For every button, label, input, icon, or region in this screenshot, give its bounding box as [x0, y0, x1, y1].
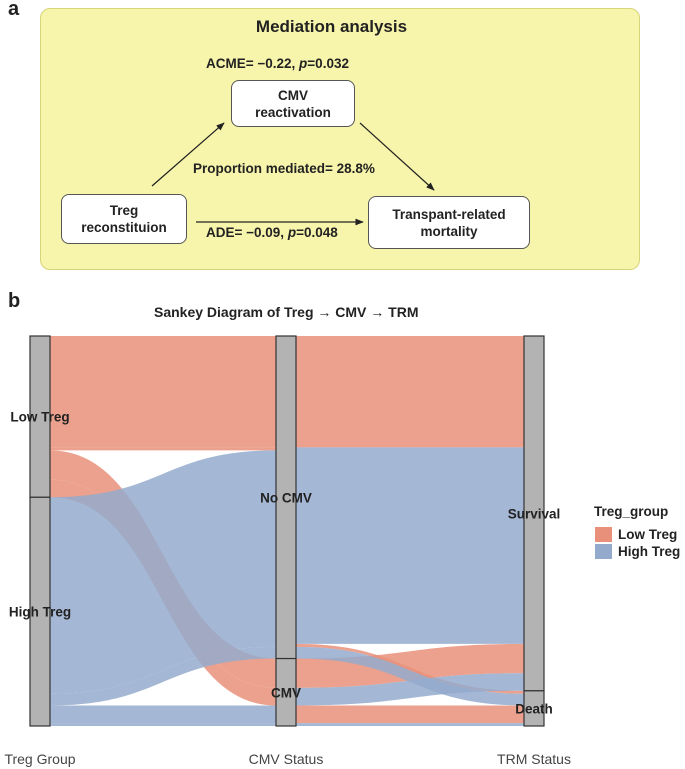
- trm-node: Transpant-related mortality: [368, 196, 530, 249]
- mediation-title: Mediation analysis: [255, 17, 408, 36]
- node-cmv: [275, 657, 297, 727]
- flow-high-treg-no-cmv-survival-stage2: [296, 447, 524, 644]
- flow-low-treg-cmv-death-stage2: [296, 705, 524, 724]
- sankey-flows: [50, 336, 524, 726]
- proportion-mediated-label: Proportion mediated= 28.8%: [193, 161, 375, 176]
- legend-title: Treg_group: [594, 504, 668, 519]
- flow-high-treg-cmv-death-stage1: [50, 723, 276, 726]
- ade-label: ADE= −0.09, p=0.048: [206, 225, 338, 240]
- legend-swatch-low-treg: [595, 527, 612, 542]
- flow-low-treg-cmv-survival-stage2: [296, 643, 524, 688]
- sankey-title: Sankey Diagram of Treg → CMV → TRM: [154, 304, 419, 320]
- arrow-cmv-to-trm: [359, 122, 435, 191]
- axis-label-cmv-status: CMV Status: [249, 751, 324, 767]
- flow-high-treg-cmv-survival-stage1: [50, 705, 276, 724]
- node-label-survival: Survival: [508, 506, 561, 521]
- flow-high-treg-no-cmv-survival-stage1: [50, 450, 276, 694]
- panel-b-label: b: [8, 290, 21, 312]
- legend-swatch-high-treg: [595, 544, 612, 559]
- treg-reconstitution-node: Treg reconstituion: [61, 194, 187, 244]
- node-death: [523, 690, 545, 727]
- node-high-treg: [29, 496, 51, 727]
- flow-low-treg-no-cmv-survival-stage1: [50, 336, 276, 448]
- arrow-treg-to-cmv: [151, 122, 225, 187]
- flow-high-treg-cmv-death-stage2: [296, 723, 524, 726]
- node-label-no-cmv: No CMV: [260, 490, 312, 505]
- node-label-cmv: CMV: [271, 685, 301, 700]
- legend-label-high-treg: High Treg: [618, 544, 680, 559]
- axis-label-trm-status: TRM Status: [497, 751, 571, 767]
- flow-low-treg-no-cmv-death-stage1: [50, 447, 276, 451]
- flow-high-treg-cmv-survival-stage2: [296, 673, 524, 706]
- cmv-reactivation-node: CMV reactivation: [231, 80, 355, 127]
- node-label-low-treg: Low Treg: [10, 410, 69, 425]
- flow-high-treg-no-cmv-death-stage1: [50, 646, 276, 706]
- axis-label-treg-group: Treg Group: [4, 751, 75, 767]
- legend-label-low-treg: Low Treg: [618, 527, 677, 542]
- mediation-arrows: [151, 122, 435, 226]
- acme-label: ACME= −0.22, p=0.032: [206, 56, 349, 71]
- panel-a-label: a: [8, 0, 20, 20]
- node-label-death: Death: [515, 701, 553, 716]
- node-label-high-treg: High Treg: [9, 605, 71, 620]
- flow-low-treg-no-cmv-survival-stage2: [296, 336, 524, 448]
